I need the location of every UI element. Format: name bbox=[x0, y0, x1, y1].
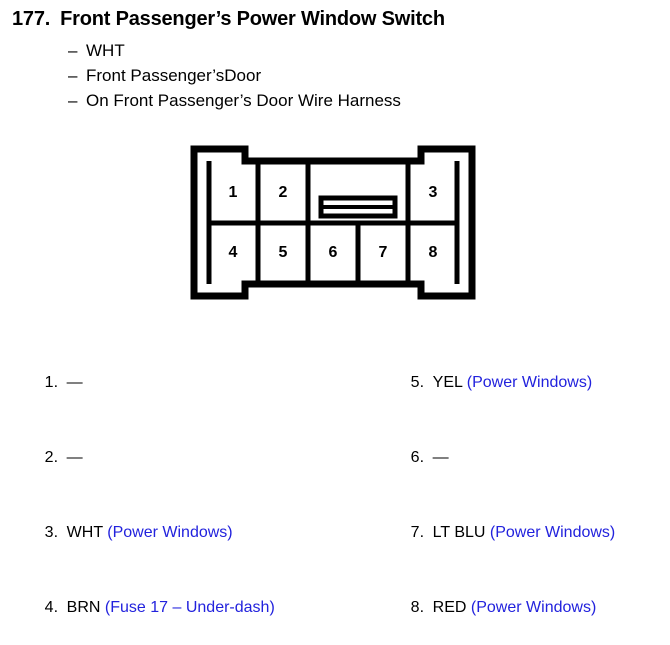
legend-index: 2. bbox=[44, 449, 59, 466]
legend-code: LT BLU bbox=[432, 524, 486, 541]
legend-index: 1. bbox=[44, 374, 59, 391]
list-item: – Front Passenger’sDoor bbox=[68, 63, 401, 88]
pin-8: 8 bbox=[428, 244, 438, 261]
legend-index: 5. bbox=[410, 374, 425, 391]
legend-row: 4. BRN (Fuse 17 – Under-dash) bbox=[18, 570, 275, 645]
connector-outline bbox=[190, 145, 476, 300]
legend-row: 2. — bbox=[18, 420, 275, 495]
legend-row: 5. YEL (Power Windows) bbox=[384, 345, 615, 420]
list-item: – On Front Passenger’s Door Wire Harness bbox=[68, 88, 401, 113]
legend-code: — bbox=[66, 374, 83, 391]
legend-note: (Power Windows) bbox=[107, 524, 233, 541]
pin-4: 4 bbox=[228, 244, 238, 261]
legend-row: 8. RED (Power Windows) bbox=[384, 570, 615, 645]
legend-row: 7. LT BLU (Power Windows) bbox=[384, 495, 616, 570]
list-item: – WHT bbox=[68, 38, 401, 63]
legend-note: (Power Windows) bbox=[489, 524, 616, 541]
list-item-label: WHT bbox=[86, 41, 125, 60]
pin-legend-left-column: 1. — 2. — 3. WHT (Power Windows) 4. BRN (Fus… bbox=[18, 345, 275, 645]
legend-code: — bbox=[432, 449, 449, 466]
legend-note: (Fuse 17 – Under-dash) bbox=[104, 599, 275, 616]
legend-code: YEL bbox=[432, 374, 463, 391]
legend-index: 8. bbox=[410, 599, 425, 616]
page-title: 177. Front Passenger’s Power Window Swit… bbox=[12, 8, 445, 31]
pin-2: 2 bbox=[278, 184, 288, 201]
pin-5: 5 bbox=[278, 244, 288, 261]
pin-legend-right-column: 5. YEL (Power Windows) 6. — 7. LT BLU (Powe… bbox=[384, 345, 616, 645]
dash-icon: – bbox=[68, 41, 78, 60]
pin-6: 6 bbox=[328, 244, 338, 261]
legend-code: BRN bbox=[66, 599, 101, 616]
connector-diagram: 1 2 3 4 5 6 7 8 bbox=[190, 145, 476, 300]
legend-index: 6. bbox=[410, 449, 425, 466]
description-list: – WHT – Front Passenger’sDoor – On Front… bbox=[68, 38, 401, 113]
legend-code: WHT bbox=[66, 524, 103, 541]
legend-row: 6. — bbox=[384, 420, 615, 495]
dash-icon: – bbox=[68, 66, 78, 85]
list-item-label: Front Passenger’sDoor bbox=[86, 66, 262, 85]
legend-row: 3. WHT (Power Windows) bbox=[18, 495, 275, 570]
legend-note: (Power Windows) bbox=[466, 374, 593, 391]
dash-icon: – bbox=[68, 91, 78, 110]
legend-row: 1. — bbox=[18, 345, 275, 420]
pin-1: 1 bbox=[228, 184, 238, 201]
pin-7: 7 bbox=[378, 244, 388, 261]
legend-index: 4. bbox=[44, 599, 59, 616]
legend-index: 7. bbox=[410, 524, 425, 541]
item-title: Front Passenger’s Power Window Switch bbox=[60, 8, 445, 30]
legend-code: — bbox=[66, 449, 83, 466]
list-item-label: On Front Passenger’s Door Wire Harness bbox=[86, 91, 401, 110]
legend-note: (Power Windows) bbox=[470, 599, 597, 616]
legend-code: RED bbox=[432, 599, 467, 616]
item-number: 177. bbox=[12, 8, 51, 30]
pin-3: 3 bbox=[428, 184, 438, 201]
legend-index: 3. bbox=[44, 524, 59, 541]
